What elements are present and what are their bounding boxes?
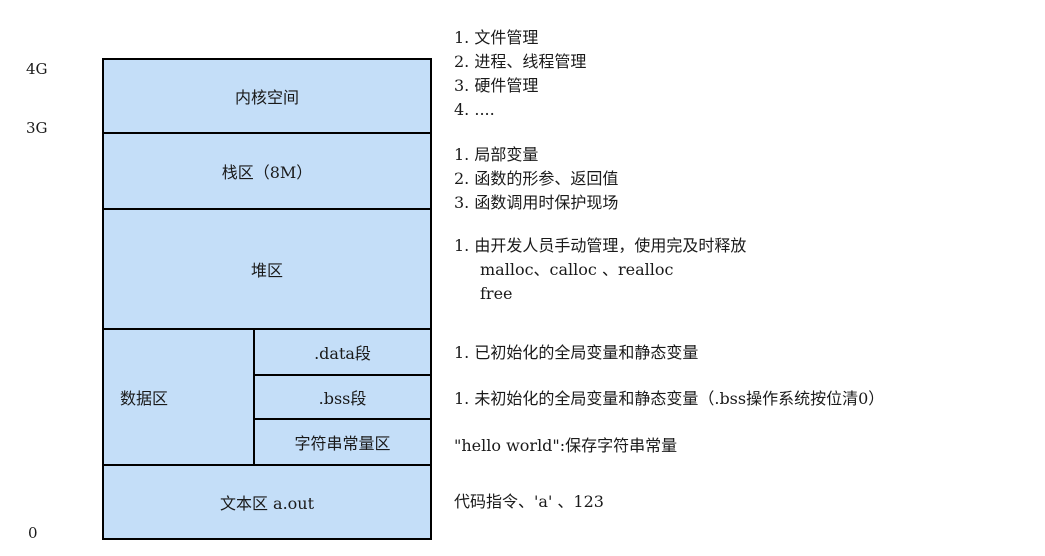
stack-notes: 1. 局部变量 2. 函数的形参、返回值 3. 函数调用时保护现场 — [454, 143, 618, 215]
region-string-constant-label: 字符串常量区 — [294, 434, 391, 453]
note-line: 3. 硬件管理 — [454, 76, 539, 95]
address-0: 0 — [28, 524, 38, 542]
heap-notes: 1. 由开发人员手动管理，使用完及时释放 malloc、calloc 、real… — [454, 234, 746, 306]
region-data-area-label: 数据区 — [120, 389, 169, 408]
data-note: 1. 已初始化的全局变量和静态变量 — [454, 343, 699, 362]
region-stack: 栈区（8M） — [102, 132, 432, 210]
region-text: 文本区 a.out — [102, 464, 432, 540]
note-line: 1. 局部变量 — [454, 145, 539, 164]
note-line: 2. 进程、线程管理 — [454, 52, 587, 71]
note-line: 2. 函数的形参、返回值 — [454, 169, 619, 188]
region-heap: 堆区 — [102, 208, 432, 330]
note-line: 4. .... — [454, 100, 495, 119]
region-stack-label: 栈区（8M） — [221, 163, 313, 182]
region-text-label: 文本区 a.out — [219, 494, 315, 513]
address-3g: 3G — [26, 119, 48, 137]
region-string-constant: 字符串常量区 — [253, 418, 432, 466]
bss-note: 1. 未初始化的全局变量和静态变量（.bss操作系统按位清0） — [454, 389, 885, 408]
note-line: free — [480, 284, 513, 303]
region-bss-segment: .bss段 — [253, 374, 432, 420]
region-data-segment: .data段 — [253, 328, 432, 376]
note-line: 1. 文件管理 — [454, 28, 539, 47]
region-data-segment-label: .data段 — [314, 344, 371, 363]
region-heap-label: 堆区 — [250, 261, 283, 280]
text-note: 代码指令、'a' 、123 — [454, 492, 604, 511]
region-bss-segment-label: .bss段 — [318, 389, 367, 408]
note-line: 1. 由开发人员手动管理，使用完及时释放 — [454, 236, 747, 255]
const-note: "hello world":保存字符串常量 — [454, 436, 678, 455]
region-kernel-label: 内核空间 — [234, 88, 299, 107]
note-line: malloc、calloc 、realloc — [480, 260, 674, 279]
region-kernel-space: 内核空间 — [102, 58, 432, 134]
note-line: 3. 函数调用时保护现场 — [454, 193, 619, 212]
kernel-notes: 1. 文件管理 2. 进程、线程管理 3. 硬件管理 4. .... — [454, 26, 586, 122]
address-4g: 4G — [26, 60, 48, 78]
